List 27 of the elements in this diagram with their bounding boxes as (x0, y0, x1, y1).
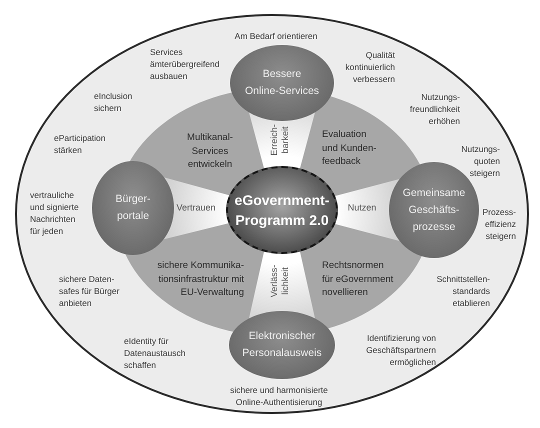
measure-text: eInclusion sichern (94, 90, 134, 114)
measure-text: eParticipation stärken (54, 132, 107, 156)
measure-text: Nutzungs-quoten steigern (460, 143, 500, 179)
goal-text: Bürger-portale (114, 192, 152, 224)
edge-label: Vertrauen (176, 202, 216, 214)
edge-label: Verläss-lichkeit (269, 264, 291, 298)
measure-text: sichere Kommunika-tionsinfrastruktur mit EU-Verwaltung (156, 259, 244, 300)
measure-text: Multikanal-Services entwickeln (186, 131, 234, 172)
measure-text: sichere und harmonisierte Online-Authentisierung (230, 384, 328, 408)
measure-text: Evaluation und Kunden-feedback (322, 128, 378, 168)
center-text: eGovernment-Programm 2.0 (234, 191, 330, 230)
measure-text: Rechtsnormen für eGovernment novellieren (322, 259, 394, 300)
measure-text: Schnittstellen-standards etablieren (436, 273, 490, 309)
measure-text: Prozess-effizienz steigern (481, 206, 516, 242)
measure-text: Identifizierung von Geschäftspartnern ermöglichen (365, 332, 436, 368)
edge-label: Nutzen (347, 202, 377, 214)
measure-text: Nutzungs-freundlichkeit erhöhen (408, 91, 460, 127)
goal-text: Gemeinsame Geschäfts-prozesse (402, 186, 466, 234)
measure-text: sichere Daten-safes für Bürger anbieten (59, 273, 120, 309)
measure-text: Services ämterübergreifend ausbauen (150, 46, 220, 82)
edge-label: Erreich-barkeit (269, 124, 291, 156)
goal-text: Bessere Online-Services (244, 67, 320, 99)
goal-text: Elektronischer Personalausweis (241, 329, 323, 361)
measure-text: Am Bedarf orientieren (234, 30, 318, 42)
measure-text: eIdentity für Datenaustausch schaffen (124, 335, 186, 371)
measure-text: Qualität kontinuierlich verbessern (344, 49, 395, 85)
measure-text: vertrauliche und signierte Nachrichten für jeden (30, 189, 80, 237)
